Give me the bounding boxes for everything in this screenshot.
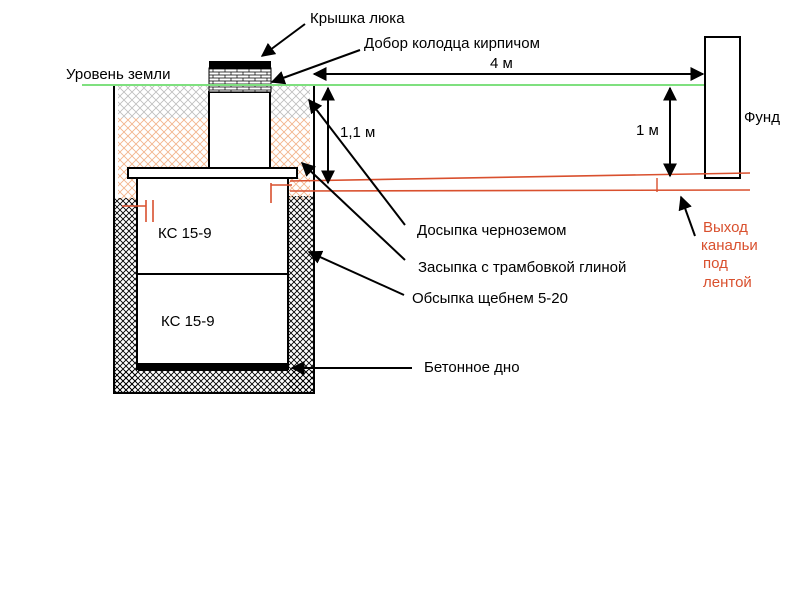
- cover-slab: [127, 167, 298, 179]
- arrow-brick-extension: [270, 49, 361, 85]
- gravel-right: [288, 196, 313, 392]
- foundation: [704, 36, 741, 179]
- well-neck: [208, 91, 271, 169]
- ring-top: [136, 177, 289, 275]
- label-distance-4m: 4 м: [490, 55, 513, 72]
- arrow-gravel: [307, 250, 405, 296]
- label-ring-bottom: КС 15-9: [161, 313, 215, 330]
- label-foundation: Фунд: [744, 109, 780, 126]
- label-clay-backfill: Засыпка с трамбовкой глиной: [418, 259, 626, 276]
- sewer-pipe-bottom: [289, 189, 751, 192]
- label-topsoil-fill: Досыпка черноземом: [417, 222, 566, 239]
- brick-extension: [208, 67, 272, 93]
- hatch-cover: [209, 61, 271, 69]
- arrow-hatch-cover: [260, 23, 306, 57]
- gravel-bottom: [115, 370, 313, 392]
- label-gravel-fill: Обсыпка щебнем 5-20: [412, 290, 568, 307]
- label-hatch-cover: Крышка люка: [310, 10, 405, 27]
- arrow-clay: [300, 162, 406, 261]
- label-ground-level: Уровень земли: [66, 66, 170, 83]
- label-ring-top: КС 15-9: [158, 225, 212, 242]
- label-sewer-outlet-2: канальи: [701, 237, 758, 254]
- label-concrete-bottom: Бетонное дно: [424, 359, 520, 376]
- arrow-sewer-outlet: [678, 195, 696, 237]
- gravel-left: [115, 198, 137, 392]
- sewer-pipe-top: [289, 172, 751, 182]
- label-depth-1m: 1 м: [636, 122, 659, 139]
- label-depth-1-1m: 1,1 м: [340, 124, 375, 141]
- concrete-bottom: [138, 363, 288, 371]
- label-sewer-outlet-1: Выход: [703, 219, 748, 236]
- label-sewer-outlet-4: лентой: [703, 274, 752, 291]
- label-sewer-outlet-3: под: [703, 255, 728, 272]
- label-brick-extension: Добор колодца кирпичом: [364, 35, 540, 52]
- arrow-topsoil: [308, 98, 406, 226]
